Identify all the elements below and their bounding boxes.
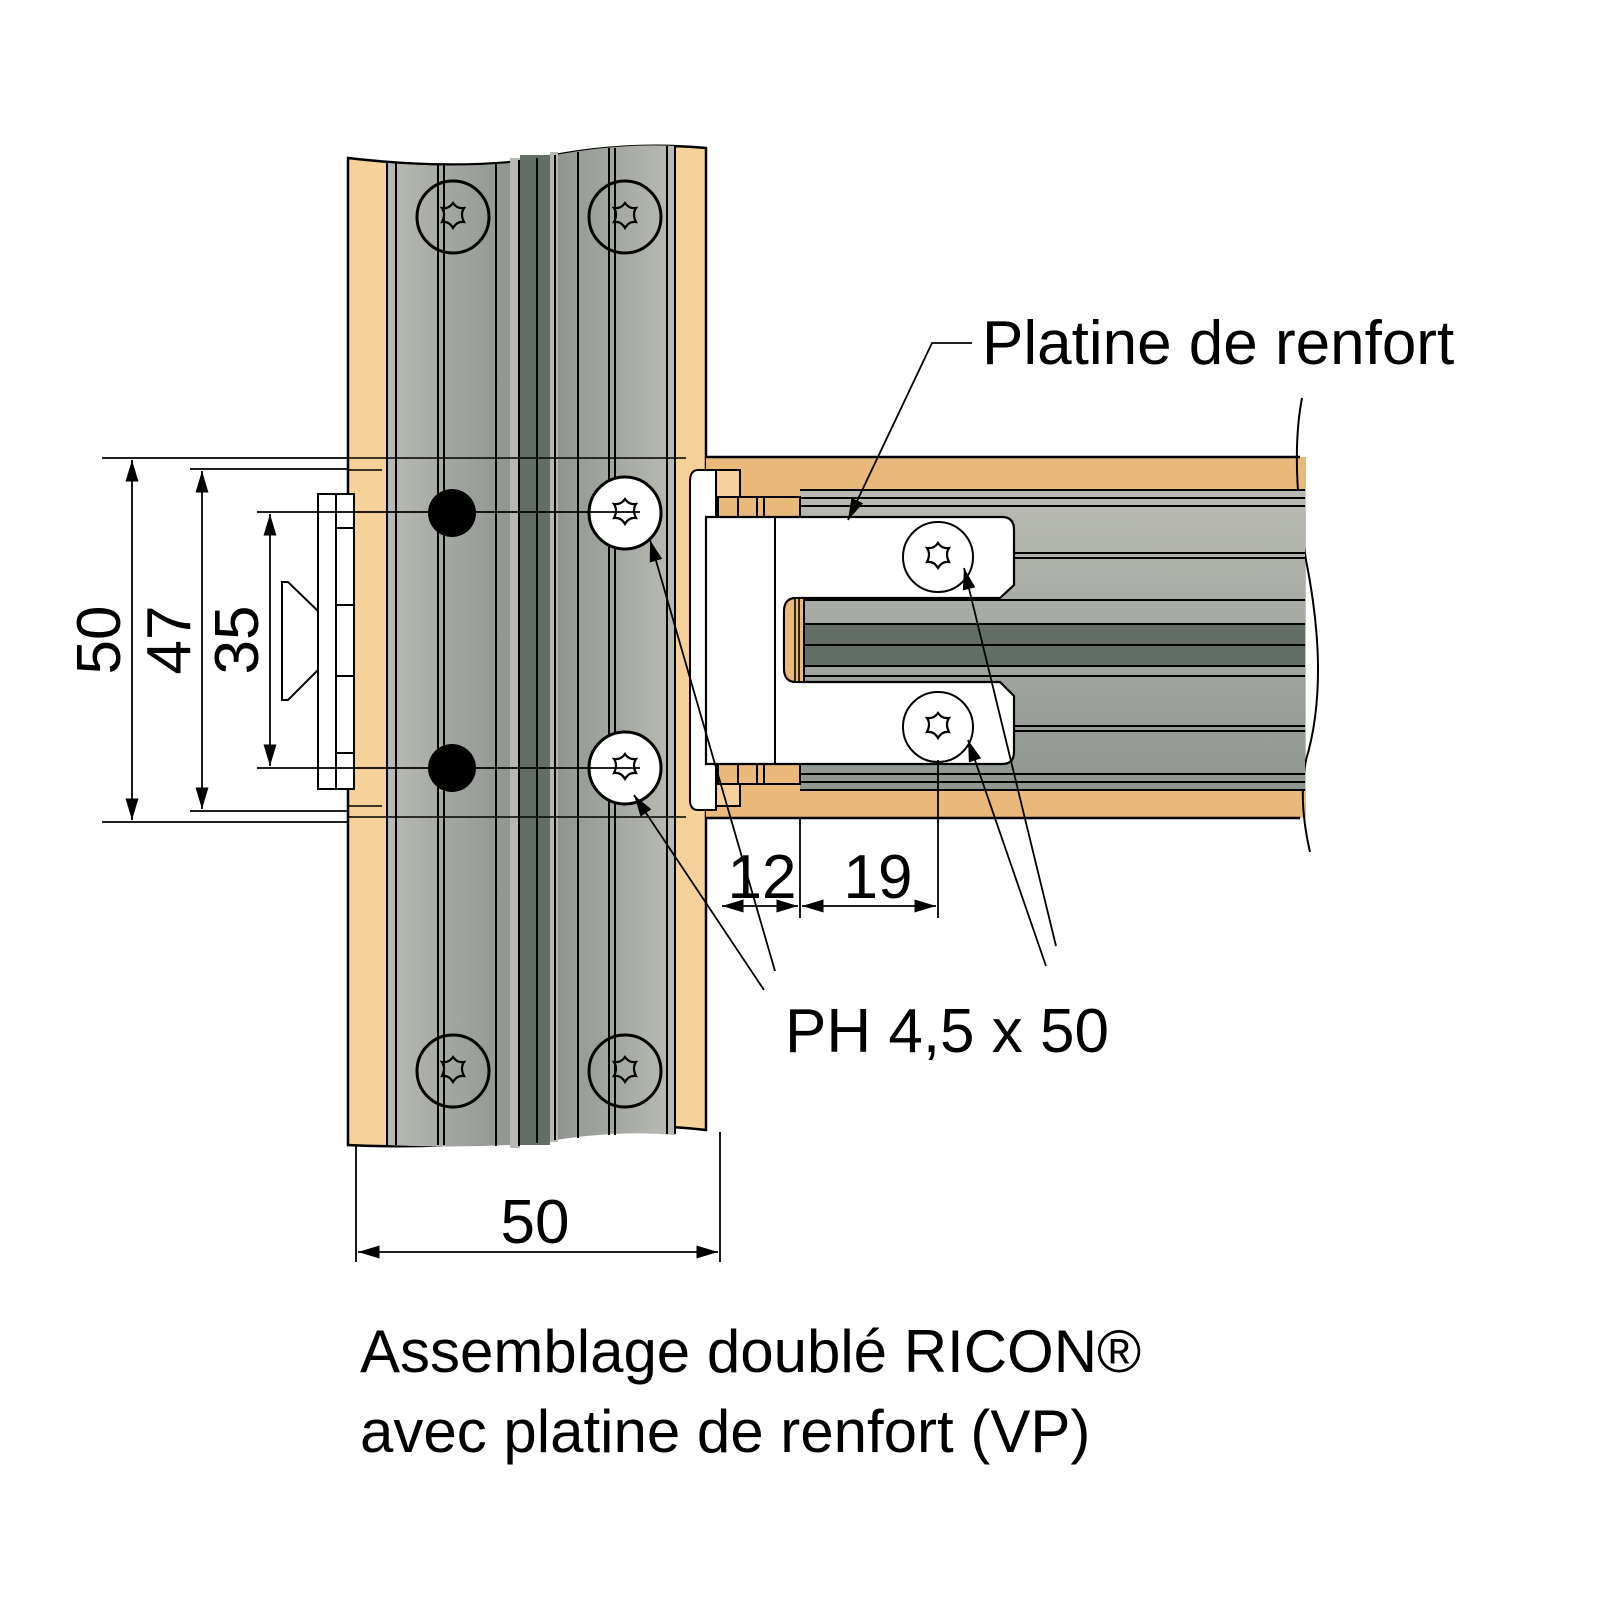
post-connector	[387, 145, 675, 1148]
vertical-post	[346, 144, 708, 1148]
screw-icon	[415, 179, 491, 255]
screw-icon	[587, 179, 663, 255]
dim-horizontal-plate: 19	[844, 843, 913, 912]
anchor-detail	[281, 493, 355, 790]
pin-icon	[428, 489, 476, 537]
dimension-lines	[102, 457, 939, 1262]
screw-icon	[587, 1033, 663, 1109]
screw-icon	[902, 691, 974, 763]
post-groove-lines	[386, 146, 676, 1146]
post-screws	[415, 179, 663, 1109]
dim-vertical-mid: 47	[135, 606, 204, 675]
caption-line-2: avec platine de renfort (VP)	[360, 1398, 1090, 1465]
caption-line-1: Assemblage doublé RICON®	[360, 1318, 1141, 1385]
screw-icon	[587, 475, 663, 551]
screw-icon	[415, 1033, 491, 1109]
screw-icon	[902, 521, 974, 593]
label-reinforcement-plate: Platine de renfort	[982, 309, 1454, 378]
dim-vertical-outer: 50	[65, 606, 134, 675]
dim-post-width: 50	[501, 1188, 570, 1257]
dim-vertical-inner: 35	[203, 606, 272, 675]
leader-lines	[633, 342, 1057, 991]
label-screw-spec: PH 4,5 x 50	[785, 997, 1109, 1066]
dim-horizontal-gap: 12	[728, 843, 797, 912]
